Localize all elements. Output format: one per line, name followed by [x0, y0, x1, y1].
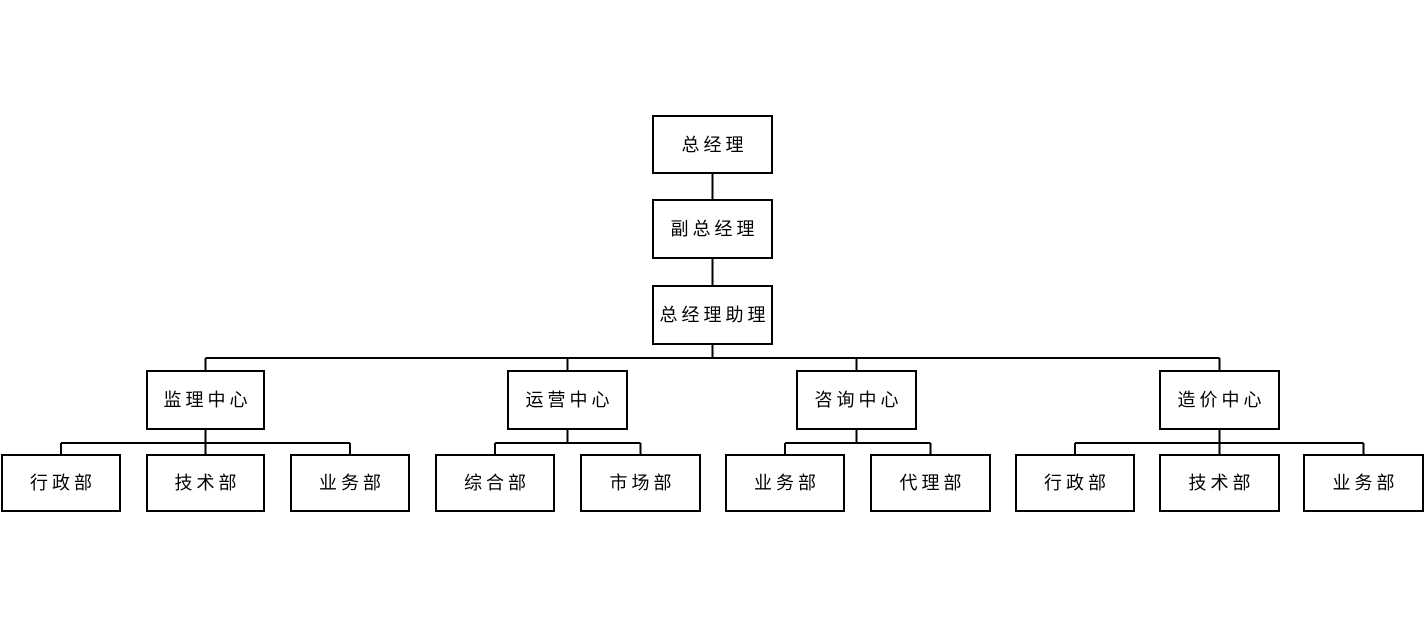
node-cost-center[interactable]: 造价中心 [1159, 370, 1280, 430]
node-cost-tech-dept[interactable]: 技术部 [1159, 454, 1280, 512]
node-label: 总经理助理 [659, 305, 770, 325]
connector [60, 430, 351, 454]
connector [1074, 430, 1365, 454]
node-cost-admin-dept[interactable]: 行政部 [1015, 454, 1135, 512]
node-cost-business-dept[interactable]: 业务部 [1303, 454, 1424, 512]
node-deputy-general-manager[interactable]: 副总经理 [652, 199, 773, 259]
node-label: 副总经理 [670, 219, 759, 239]
node-label: 综合部 [464, 473, 530, 493]
node-label: 行政部 [30, 473, 96, 493]
node-gm-assistant[interactable]: 总经理助理 [652, 285, 773, 345]
node-label: 监理中心 [163, 390, 252, 410]
node-label: 咨询中心 [814, 390, 903, 410]
node-label: 总经理 [681, 134, 748, 155]
node-label: 行政部 [1044, 473, 1110, 493]
node-supervision-tech-dept[interactable]: 技术部 [146, 454, 265, 512]
node-general-manager[interactable]: 总经理 [652, 115, 773, 174]
node-supervision-business-dept[interactable]: 业务部 [290, 454, 410, 512]
node-label: 技术部 [174, 473, 241, 493]
node-consulting-business-dept[interactable]: 业务部 [725, 454, 845, 512]
node-operations-general-dept[interactable]: 综合部 [435, 454, 555, 512]
node-consulting-center[interactable]: 咨询中心 [796, 370, 917, 430]
connector [784, 430, 932, 454]
node-label: 业务部 [1332, 473, 1399, 493]
node-label: 代理部 [899, 473, 966, 493]
node-label: 技术部 [1188, 473, 1255, 493]
connector [204, 345, 1221, 370]
node-consulting-agency-dept[interactable]: 代理部 [870, 454, 991, 512]
node-supervision-admin-dept[interactable]: 行政部 [1, 454, 121, 512]
node-label: 造价中心 [1177, 390, 1266, 410]
node-label: 市场部 [609, 473, 676, 493]
node-operations-center[interactable]: 运营中心 [507, 370, 628, 430]
node-operations-marketing-dept[interactable]: 市场部 [580, 454, 701, 512]
connector [494, 430, 642, 454]
node-label: 业务部 [754, 473, 820, 493]
node-label: 运营中心 [525, 390, 614, 410]
node-supervision-center[interactable]: 监理中心 [146, 370, 265, 430]
node-label: 业务部 [319, 473, 385, 493]
